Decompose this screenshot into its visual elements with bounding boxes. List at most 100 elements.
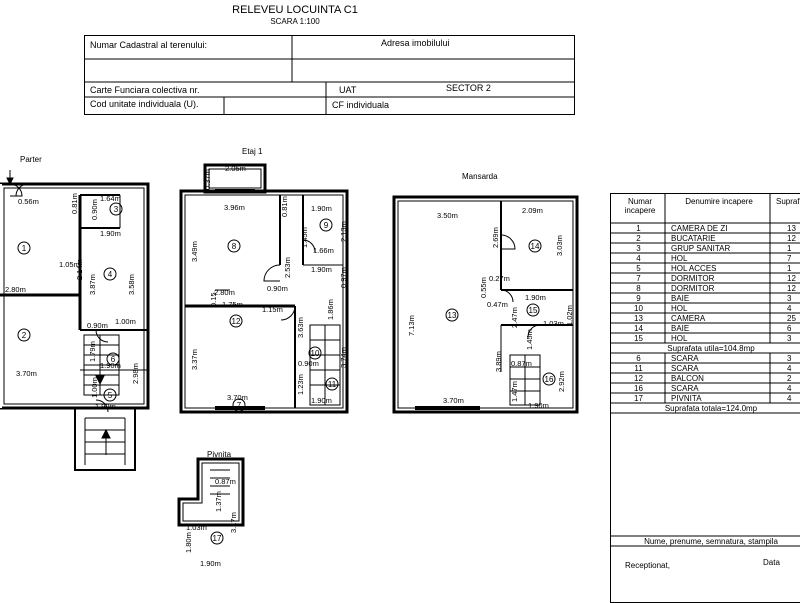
cell-room-area: 6 [787,324,792,333]
dim-label: 3.89m [494,351,503,372]
cell-room-area: 3 [787,354,792,363]
receptionat-label: Receptionat, [625,561,670,570]
room-number-9: 9 [324,221,329,230]
cell-room-area: 4 [787,384,792,393]
room-number-4: 4 [108,270,113,279]
dim-label: 0.87m [215,477,236,486]
mansarda-plan [392,195,579,414]
document-scale: SCARA 1:100 [270,17,320,26]
room-number-11: 11 [328,380,337,389]
dim-label: 3.37m [190,349,199,370]
room-number-15: 15 [529,306,538,315]
cell-room-area: 3 [787,294,792,303]
cell-room-number: 14 [634,324,643,333]
signature-label: Nume, prenume, semnatura, stampila [644,537,778,546]
dim-label: 0.56m [18,197,39,206]
room-marker-2 [17,328,31,342]
dim-label: 1.37m [214,491,223,512]
floor-title-parter: Parter [20,155,42,164]
cadastral-label: Numar Cadastral al terenului: [90,40,208,50]
table-row: 8 DORMITOR 12 [611,284,800,294]
room-marker-7 [232,398,246,412]
dim-label: 1.02m [565,305,574,326]
dim-label: 1.05m [59,260,80,269]
dim-label: 1.64m [100,194,121,203]
cell-room-area: 1 [787,244,792,253]
cell-room-area: 13 [787,224,796,233]
cell-room-number: 7 [636,274,641,283]
dim-label: 2.69m [491,227,500,248]
dim-label: 3.63m [296,317,305,338]
room-number-14: 14 [531,242,540,251]
cell-room-name: DORMITOR [671,284,715,293]
dim-label: 2.92m [557,371,566,392]
uat-label: UAT [339,85,357,95]
dim-label: 2.47m [510,307,519,328]
dim-label: 1.90m [200,559,221,568]
dim-label: 0.90m [87,321,108,330]
dim-label: 1.86m [326,299,335,320]
room-marker-9 [319,218,333,232]
room-marker-5 [103,388,117,402]
room-marker-11 [325,377,339,391]
cell-room-name: PIVNITA [671,394,702,403]
cell-room-area: 4 [787,394,792,403]
floor-title-mansarda: Mansarda [462,172,498,181]
room-marker-16 [542,372,556,386]
cell-room-name: HOL [671,334,688,343]
cell-room-area: 12 [787,284,796,293]
cell-room-name: HOL ACCES [671,264,717,273]
cell-room-area: 4 [787,364,792,373]
room-marker-8 [227,239,241,253]
room-marker-6 [106,352,120,366]
dim-label: 2.98m [131,363,140,384]
carte-funciara-label: Carte Funciara colectiva nr. [90,85,200,95]
cell-room-name: DORMITOR [671,274,715,283]
dim-label: 3.96m [224,203,245,212]
dim-label: 3.03m [555,235,564,256]
dim-label: 1.66m [313,246,334,255]
dim-label: 2.09m [522,206,543,215]
room-marker-17 [210,531,224,545]
header-grid-lines [84,35,575,115]
grand-area-total: Suprafata totala=124.0mp [664,404,758,413]
cell-room-number: 8 [636,284,641,293]
dim-label: 1.15m [262,305,283,314]
cell-room-area: 12 [787,274,796,283]
room-marker-4 [103,267,117,281]
room-number-6: 6 [111,355,116,364]
etaj-1-plan [179,163,349,414]
cell-room-name: SCARA [671,364,699,373]
cell-room-number: 16 [634,384,643,393]
dim-label: 2.80m [214,288,235,297]
room-marker-13 [445,308,459,322]
dim-label: 0.55m [479,277,488,298]
dim-label: 0.87m [511,359,532,368]
table-row: 7 DORMITOR 12 [611,274,800,284]
cell-room-area: 12 [787,234,796,243]
cell-room-name: CAMERA [671,314,706,323]
cell-room-area: 7 [787,254,792,263]
cell-room-number: 10 [634,304,643,313]
cell-room-name: SCARA [671,354,699,363]
dim-label: 1.90m [311,396,332,405]
cell-room-area: 3 [787,334,792,343]
room-marker-15 [526,303,540,317]
dim-label: 1.90m [525,293,546,302]
cell-room-name: BAIE [671,324,690,333]
dim-label: 0.97m [339,267,348,288]
dim-label: 0.90m [90,199,99,220]
dim-label: 3.50m [437,211,458,220]
dim-label: 1.45m [300,227,309,248]
dim-label: 0.81m [280,196,289,217]
cell-room-number: 11 [634,364,643,373]
room-number-12: 12 [232,317,241,326]
col-header-name: Denumire incapere [685,197,753,206]
cell-room-number: 12 [634,374,643,383]
